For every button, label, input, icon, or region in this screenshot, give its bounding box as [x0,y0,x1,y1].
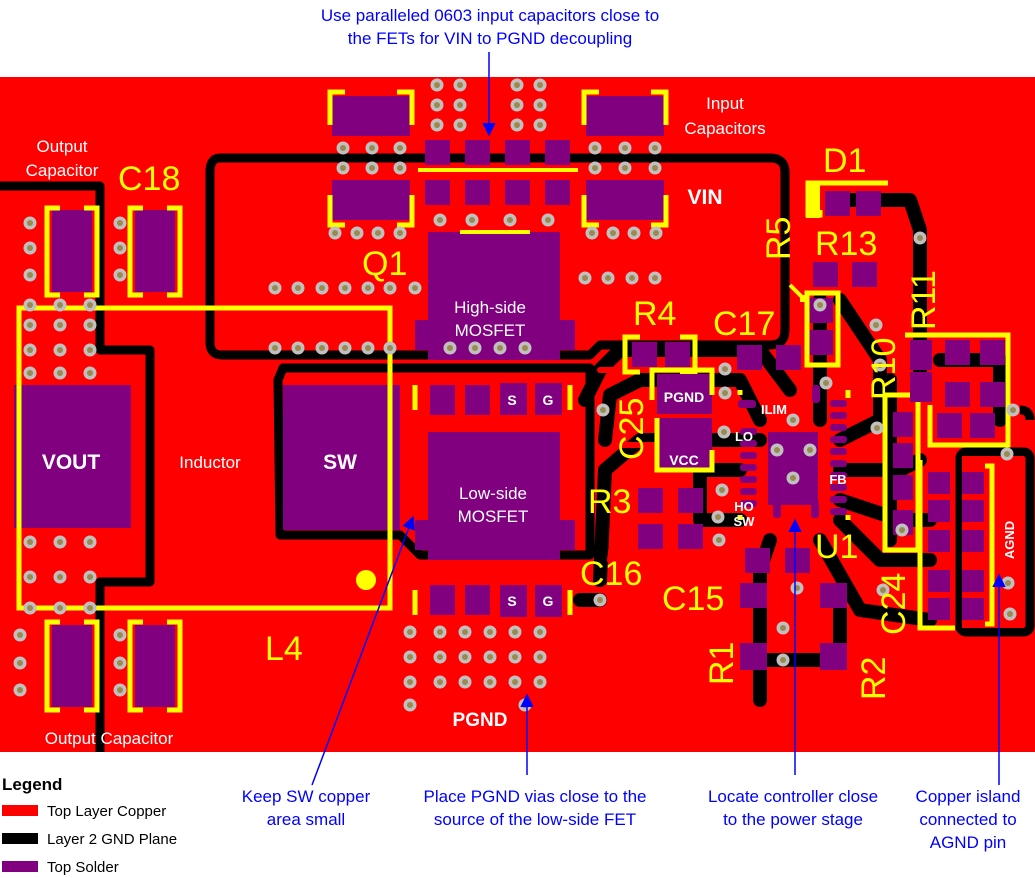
inductor-outline [16,305,393,611]
vout-pad [14,385,131,528]
inductor-label: Inductor [179,453,241,472]
legend: Legend Top Layer Copper Layer 2 GND Plan… [2,775,177,876]
fet-pins [412,383,573,617]
pgnd-pad-label: PGND [664,389,704,405]
refdes-r11: R11 [905,270,943,330]
source-pin-label: S [507,593,516,609]
reference-designators: C18 Q1 D1 R5 R13 R11 R4 C17 R10 C25 R3 C… [118,142,943,700]
note-input-caps: the FETs for VIN to PGND decoupling [348,29,632,48]
lo-pin-label: LO [735,429,753,444]
legend-swatch-gnd-plane [2,833,38,844]
gate-pin-label: G [543,392,554,408]
refdes-u1: U1 [815,528,858,566]
note-copper-island: connected to [919,810,1016,829]
refdes-r1: R1 [703,642,741,685]
source-pin-label: S [507,392,516,408]
fb-pin-label: FB [829,472,846,487]
board-labels: Output Capacitor Output Capacitor Input … [26,94,1017,748]
refdes-r10: R10 [865,338,903,400]
legend-label: Top Layer Copper [47,803,166,820]
vout-label: VOUT [42,451,101,474]
legend-swatch-top-copper [2,805,38,816]
pgnd-label: PGND [453,710,508,731]
refdes-r3: R3 [588,483,631,521]
note-pgnd-vias: source of the low-side FET [434,810,636,829]
note-copper-island: AGND pin [930,833,1007,852]
r5-pointer [788,283,807,302]
refdes-r4: R4 [633,295,676,333]
output-capacitors [44,205,183,713]
refdes-c25: C25 [613,398,651,460]
sw-pin-label: SW [734,514,756,529]
arrow-sw-copper [311,515,416,786]
input-caps-label: Capacitors [684,119,765,138]
note-input-caps: Use paralleled 0603 input capacitors clo… [321,6,659,25]
input-caps-label: Input [706,94,744,113]
refdes-r5: R5 [760,217,798,260]
ilim-pin-label: ILIM [761,402,787,417]
refdes-r2: R2 [855,657,893,700]
note-sw-copper: Keep SW copper [242,787,371,806]
annotations: Use paralleled 0603 input capacitors clo… [242,6,1021,852]
inductor-pin1-dot [356,570,376,590]
refdes-c18: C18 [118,160,180,198]
high-side-label: MOSFET [455,321,526,340]
sw-label: SW [323,451,357,474]
refdes-c15: C15 [662,580,724,618]
refdes-c24: C24 [875,573,913,635]
high-side-label: High-side [454,298,526,317]
refdes-c17: C17 [713,305,775,343]
note-pgnd-vias: Place PGND vias close to the [424,787,647,806]
note-controller: to the power stage [723,810,863,829]
controller-components [622,180,1024,670]
agnd-label: AGND [1002,521,1017,559]
low-side-label: MOSFET [458,507,529,526]
output-cap-label: Output [36,137,87,156]
legend-label: Top Solder [47,859,119,876]
refdes-l4: L4 [265,630,303,668]
legend-label: Layer 2 GND Plane [47,831,177,848]
low-side-label: Low-side [459,484,527,503]
output-cap-label-bottom: Output Capacitor [45,729,174,748]
refdes-c16: C16 [580,555,642,593]
input-capacitors [327,89,669,228]
refdes-r13: R13 [815,225,877,263]
vcc-pad-label: VCC [669,452,699,468]
vin-label: VIN [687,186,722,209]
ho-pin-label: HO [734,499,754,514]
refdes-q1: Q1 [362,245,407,283]
note-sw-copper: area small [267,810,345,829]
legend-swatch-top-solder [2,861,38,872]
low-side-mosfet [415,432,575,560]
refdes-d1: D1 [823,142,866,180]
output-cap-label: Capacitor [26,161,99,180]
note-controller: Locate controller close [708,787,878,806]
high-side-mosfet [415,230,575,360]
note-copper-island: Copper island [916,787,1021,806]
sw-pad [283,385,400,530]
gate-pin-label: G [543,593,554,609]
legend-title: Legend [2,775,62,794]
